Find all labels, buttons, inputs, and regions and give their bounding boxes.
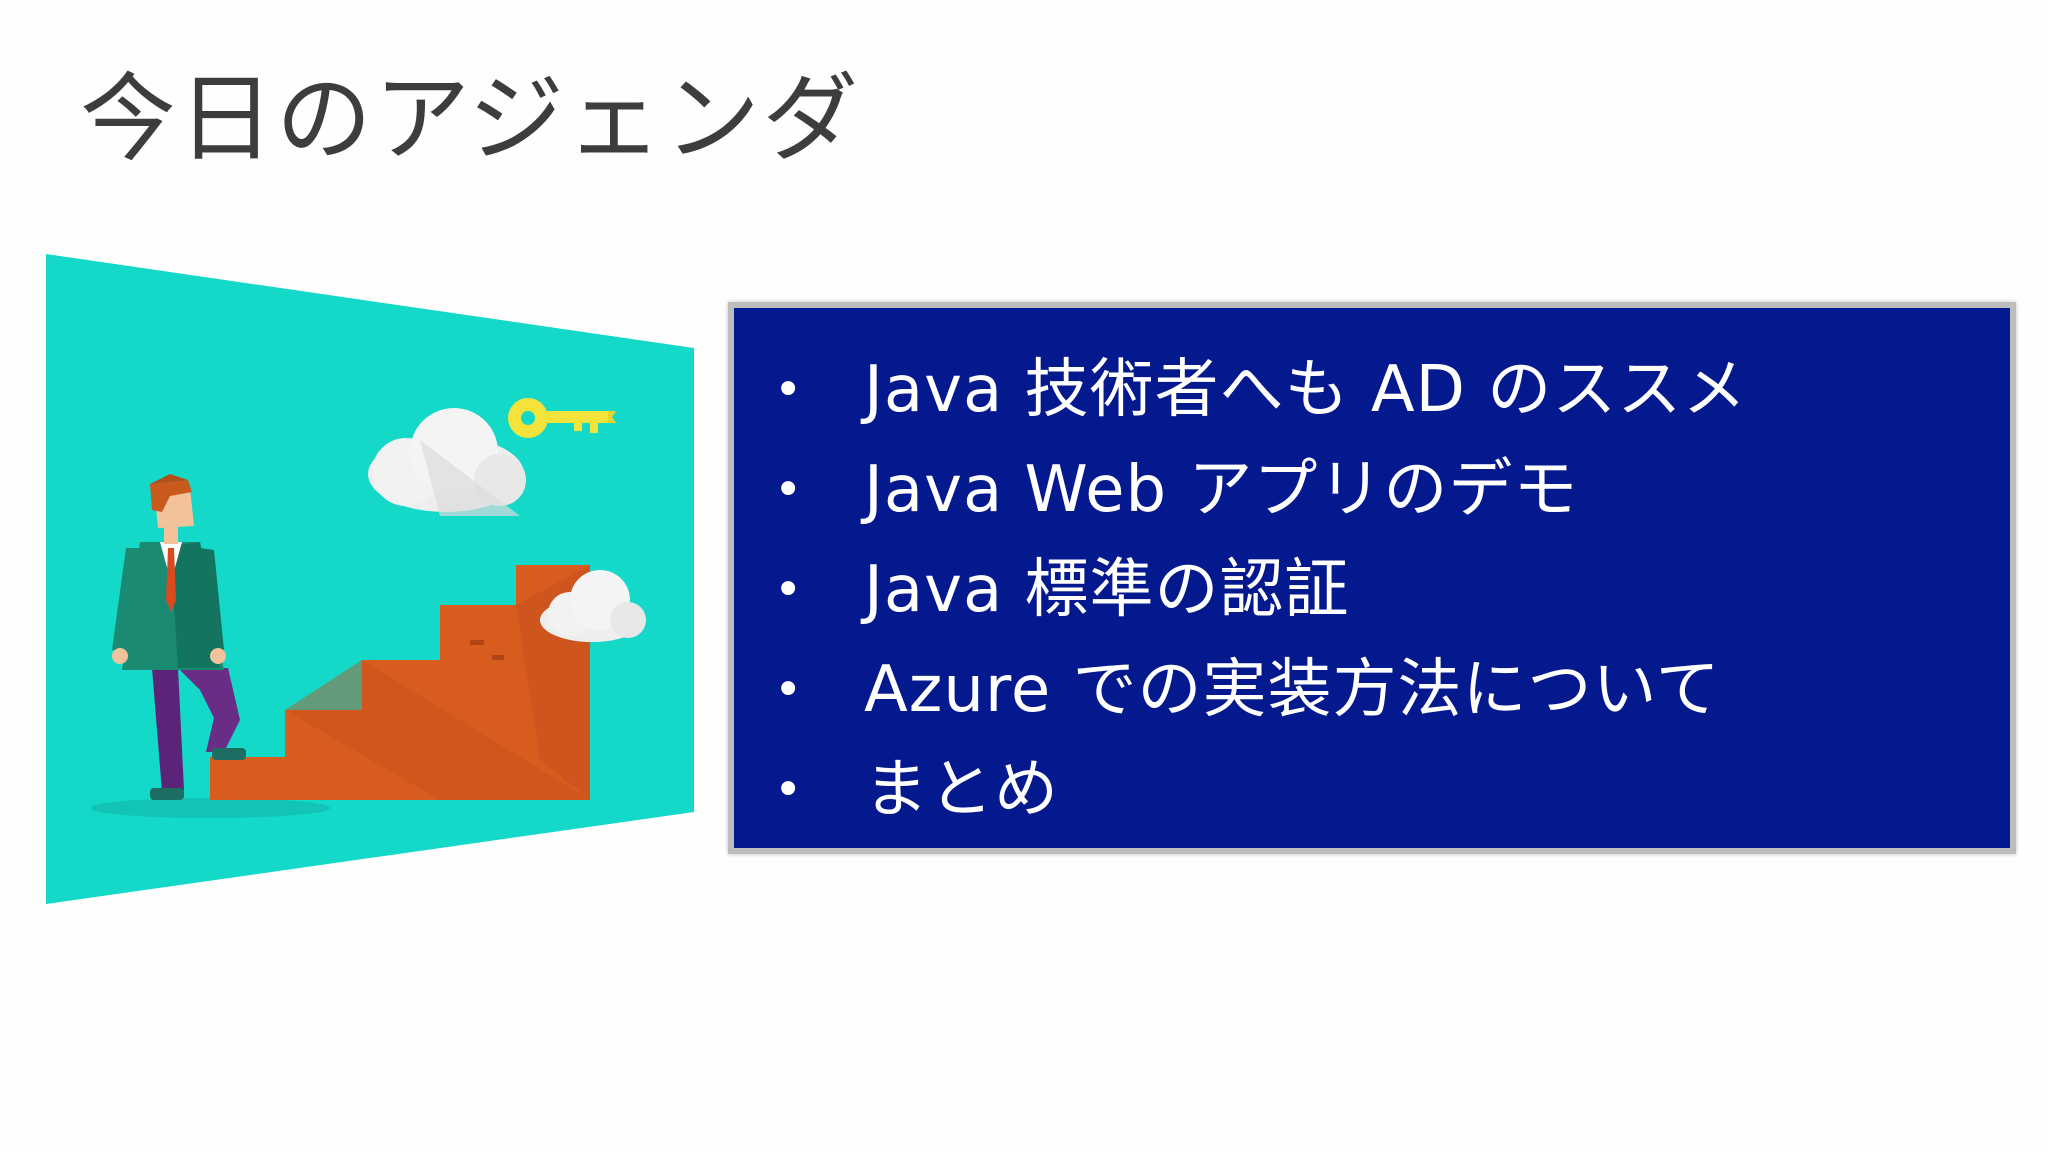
bullet: • [774, 662, 803, 718]
agenda-item: • Java 標準の認証 [734, 540, 2010, 640]
stairs-icon [210, 565, 590, 800]
agenda-item-text: Java Web アプリのデモ [864, 453, 1579, 527]
floor-shadow [90, 798, 330, 818]
agenda-item-text: Azure での実装方法について [864, 653, 1721, 727]
agenda-box: • Java 技術者へも AD のススメ • Java Web アプリのデモ •… [728, 302, 2016, 854]
agenda-item: • Azure での実装方法について [734, 640, 2010, 740]
bullet: • [774, 562, 803, 618]
bullet: • [774, 762, 803, 818]
agenda-item: • Java 技術者へも AD のススメ [734, 340, 2010, 440]
agenda-list: • Java 技術者へも AD のススメ • Java Web アプリのデモ •… [734, 340, 2010, 840]
agenda-item-text: Java 標準の認証 [864, 553, 1350, 627]
agenda-item: • Java Web アプリのデモ [734, 440, 2010, 540]
cloud-icon [540, 570, 646, 642]
bullet: • [774, 362, 803, 418]
bullet: • [774, 462, 803, 518]
person-icon [112, 474, 246, 800]
key-icon [508, 398, 616, 438]
agenda-item-text: Java 技術者へも AD のススメ [864, 353, 1748, 427]
slide-title: 今日のアジェンダ [80, 63, 861, 175]
agenda-item: • まとめ [734, 740, 2010, 840]
agenda-item-text: まとめ [864, 753, 1059, 827]
cloud-icon [368, 408, 526, 516]
